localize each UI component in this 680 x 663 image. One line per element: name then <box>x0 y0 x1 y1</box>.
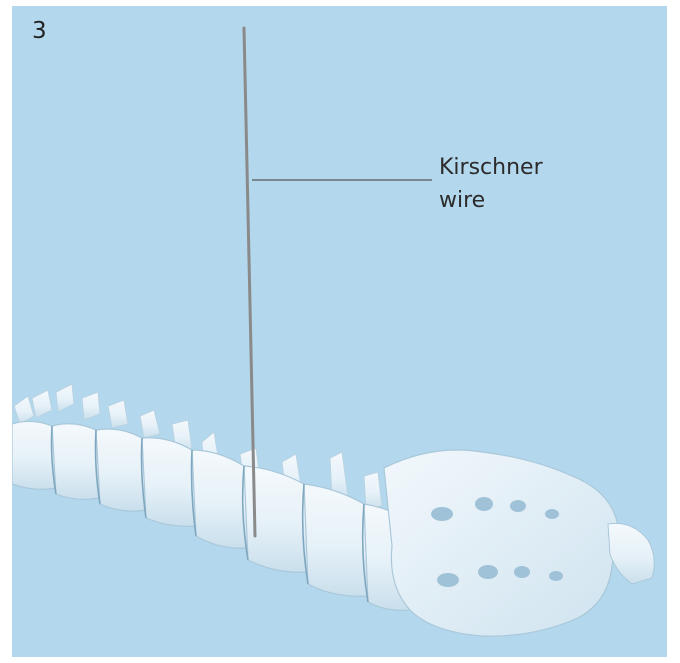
spine-illustration <box>12 6 667 657</box>
illustration-panel: 3 Kirschner wire <box>12 6 667 657</box>
kirschner-wire-label: Kirschner wire <box>439 151 543 217</box>
sacrum <box>384 450 654 636</box>
callout-label-line2: wire <box>439 184 543 217</box>
callout-label-line1: Kirschner <box>439 151 543 184</box>
step-number: 3 <box>32 18 47 44</box>
